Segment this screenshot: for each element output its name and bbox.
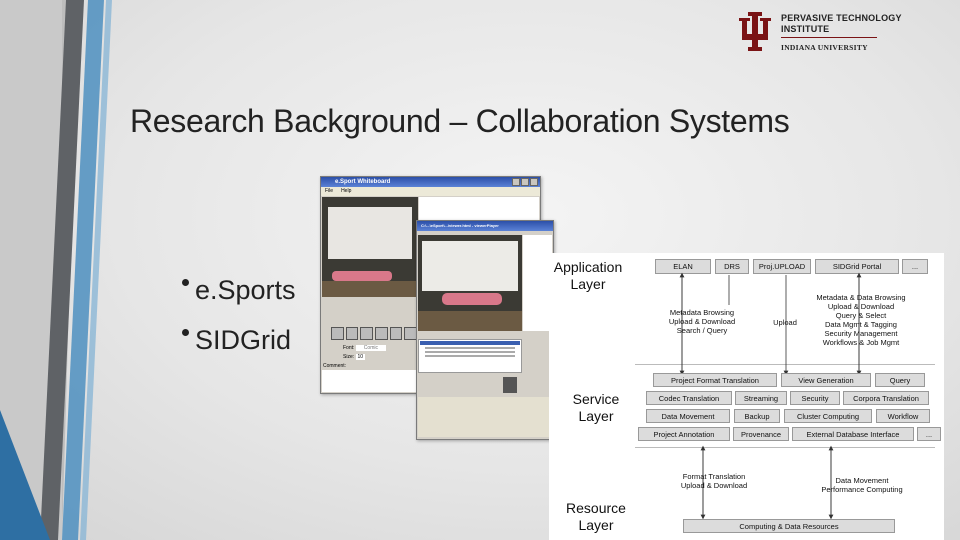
logo-divider bbox=[781, 37, 877, 38]
svc-query: Query bbox=[875, 373, 925, 387]
svc-backup: Backup bbox=[734, 409, 780, 423]
layer-label-service: Service Layer bbox=[572, 391, 620, 424]
comment-label: Comment: bbox=[323, 363, 347, 369]
layer-label-application: Application Layer bbox=[553, 259, 623, 292]
svc-streaming: Streaming bbox=[735, 391, 787, 405]
maximize-icon bbox=[521, 178, 529, 186]
menu-item-file: File bbox=[325, 188, 334, 194]
font-value: Comic bbox=[355, 345, 386, 351]
svc-more: ... bbox=[917, 427, 941, 441]
minimize-icon bbox=[512, 178, 520, 186]
bullet-item: SIDGrid bbox=[182, 315, 296, 365]
slide-title: Research Background – Collaboration Syst… bbox=[130, 103, 790, 139]
size-value: 10 bbox=[355, 354, 366, 360]
svc-view-generation: View Generation bbox=[781, 373, 871, 387]
app-box-more: ... bbox=[902, 259, 928, 274]
svc-project-format-translation: Project Format Translation bbox=[653, 373, 777, 387]
viewer-title: C:\...\eSport\...\viewer.html - viewerPl… bbox=[421, 223, 499, 228]
bullet-list: e.Sports SIDGrid bbox=[182, 265, 296, 365]
svc-provenance: Provenance bbox=[733, 427, 789, 441]
layer-label-resource: Resource Layer bbox=[566, 500, 626, 533]
arrows bbox=[679, 272, 862, 520]
viewer-window: C:\...\eSport\...\viewer.html - viewerPl… bbox=[416, 220, 554, 440]
viewer-titlebar: C:\...\eSport\...\viewer.html - viewerPl… bbox=[417, 221, 553, 231]
svc-security: Security bbox=[790, 391, 840, 405]
svc-cluster-computing: Cluster Computing bbox=[784, 409, 872, 423]
bullet-text: e.Sports bbox=[195, 274, 296, 305]
layer-separator bbox=[635, 447, 935, 448]
resource-box: Computing & Data Resources bbox=[683, 519, 895, 533]
iu-trident-icon bbox=[739, 12, 771, 51]
close-icon bbox=[530, 178, 538, 186]
whiteboard-video bbox=[322, 197, 418, 297]
size-label: Size: bbox=[343, 354, 355, 360]
menu-item-help: Help bbox=[341, 188, 352, 194]
app-box-drs: DRS bbox=[715, 259, 749, 274]
architecture-diagram: Application Layer Service Layer Resource… bbox=[549, 253, 944, 540]
bullet-text: SIDGrid bbox=[195, 324, 292, 355]
svc-corpora-translation: Corpora Translation bbox=[843, 391, 929, 405]
viewer-video bbox=[418, 235, 522, 331]
bullet-item: e.Sports bbox=[182, 265, 296, 315]
decorative-stripes bbox=[0, 0, 112, 540]
svc-workflow: Workflow bbox=[876, 409, 930, 423]
bullet-dot bbox=[182, 328, 189, 336]
svc-external-database-interface: External Database Interface bbox=[792, 427, 914, 441]
bullet-dot bbox=[182, 278, 189, 286]
svc-data-movement: Data Movement bbox=[646, 409, 730, 423]
layer-separator bbox=[635, 364, 935, 365]
whiteboard-title: e.Sport Whiteboard bbox=[335, 179, 391, 185]
svc-project-annotation: Project Annotation bbox=[638, 427, 730, 441]
svc-codec-translation: Codec Translation bbox=[646, 391, 732, 405]
app-note-middle: Upload bbox=[773, 318, 797, 327]
logo-text-line2: INSTITUTE bbox=[781, 24, 830, 34]
whiteboard-titlebar: e.Sport Whiteboard bbox=[321, 177, 540, 187]
logo-text-line3: INDIANA UNIVERSITY bbox=[781, 43, 868, 52]
font-label: Font: bbox=[343, 345, 355, 351]
whiteboard-toolbar bbox=[331, 327, 418, 341]
app-box-projupload: Proj.UPLOAD bbox=[753, 259, 811, 274]
logo-text-line1: PERVASIVE TECHNOLOGY bbox=[781, 13, 902, 23]
whiteboard-menubar: File Help bbox=[321, 187, 540, 196]
